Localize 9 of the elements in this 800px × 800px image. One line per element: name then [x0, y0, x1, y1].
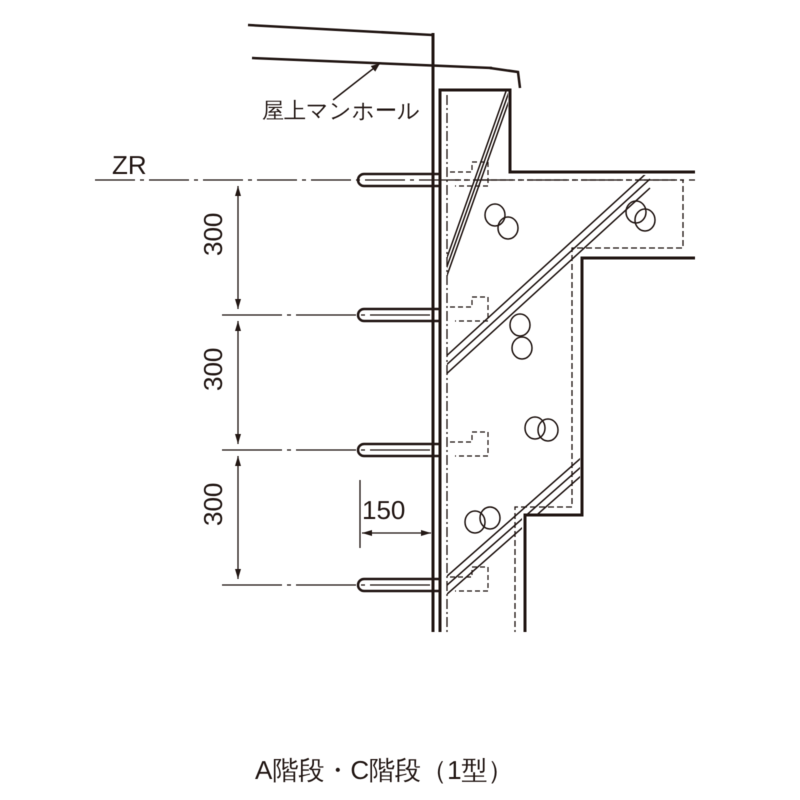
dimension-label: 300: [200, 482, 226, 526]
dimension-label: 150: [362, 497, 406, 523]
dimension-label: 300: [200, 348, 226, 391]
part-label: 屋上マンホール: [262, 100, 420, 122]
caption: A階段・C階段（1型）: [255, 757, 514, 783]
dimension-label: 300: [200, 212, 226, 256]
leader-line: [332, 62, 380, 101]
manhole-lid: [246, 22, 494, 72]
level-label: ZR: [112, 152, 147, 178]
